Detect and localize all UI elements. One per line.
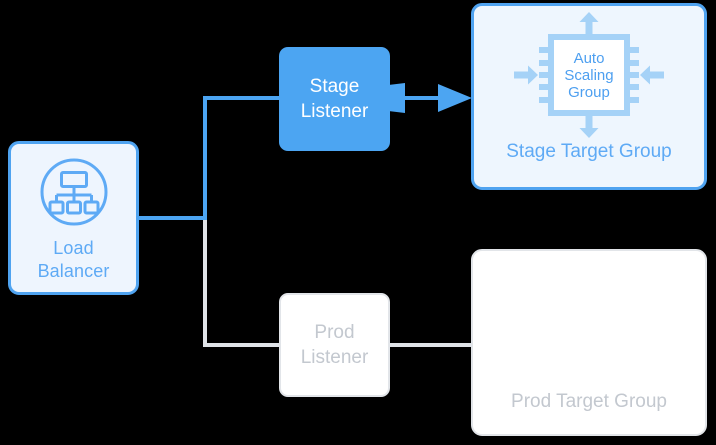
asg-label-line1: Auto	[573, 49, 605, 67]
node-stage-target-group[interactable]: Auto Scaling Group Stage Target Group	[471, 3, 707, 190]
arrowhead-stage-target-group	[438, 84, 472, 112]
node-stage-listener-label-line1: Stage	[309, 76, 360, 97]
arrow-left-icon	[640, 65, 664, 85]
node-stage-listener-label: Stage Listener	[301, 74, 369, 124]
node-prod-listener[interactable]: Prod Listener	[279, 293, 390, 397]
load-balancer-hierarchy-icon	[40, 158, 107, 225]
asg-label-line2: Scaling	[564, 66, 614, 84]
node-prod-target-group-label: Prod Target Group	[511, 391, 667, 412]
arrow-right-icon	[514, 65, 538, 85]
arrow-up-icon	[579, 12, 599, 36]
arrow-down-icon	[579, 114, 599, 138]
node-stage-target-group-label: Stage Target Group	[506, 141, 672, 162]
node-load-balancer-label-line1: Load	[53, 237, 94, 258]
node-load-balancer-label: Load Balancer	[38, 237, 110, 283]
node-stage-listener-label-line2: Listener	[300, 101, 369, 122]
node-stage-listener[interactable]: Stage Listener	[279, 47, 390, 151]
auto-scaling-group-inner-label: Auto Scaling Group	[554, 42, 624, 108]
auto-scaling-group-icon-wrap: Auto Scaling Group	[514, 12, 664, 138]
node-prod-target-group[interactable]: Prod Target Group	[471, 249, 707, 436]
node-prod-listener-label-line1: Prod	[314, 322, 355, 343]
asg-label-line3: Group	[568, 83, 610, 101]
auto-scaling-group-chip-icon	[514, 12, 664, 138]
node-prod-listener-label-line2: Listener	[300, 347, 369, 368]
node-load-balancer-label-line2: Balancer	[37, 260, 110, 281]
node-load-balancer[interactable]: Load Balancer	[8, 141, 139, 295]
node-prod-listener-label: Prod Listener	[301, 320, 369, 370]
